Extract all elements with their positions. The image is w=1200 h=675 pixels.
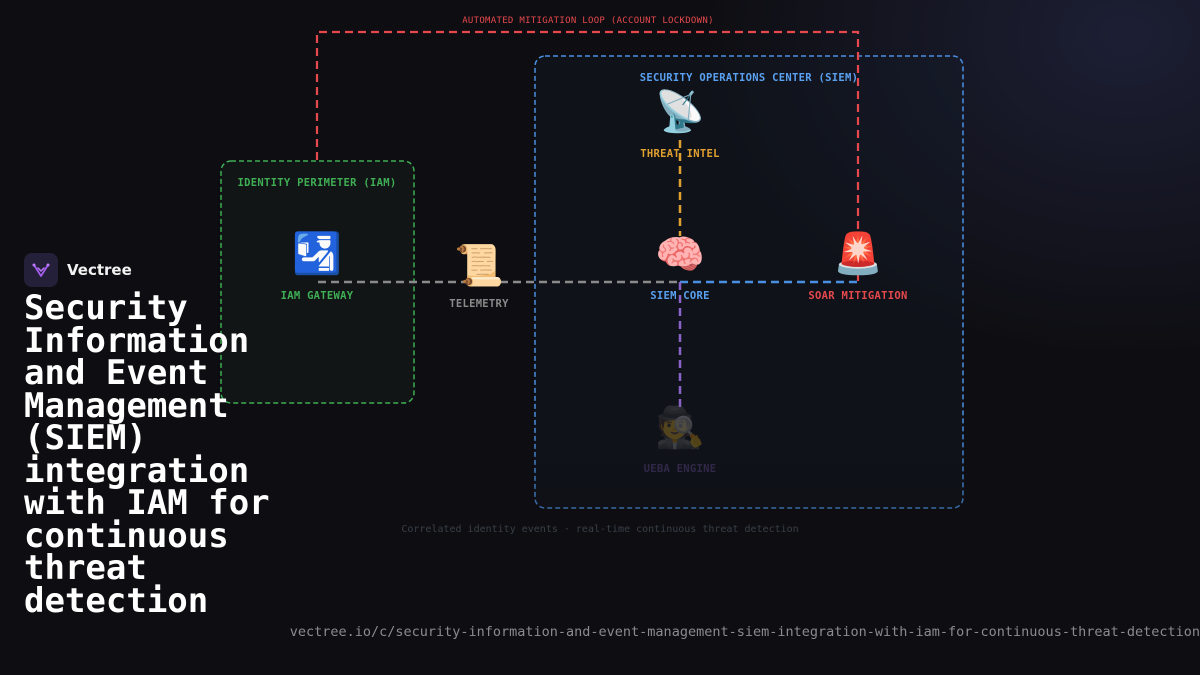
page-title: Security Information and Event Managemen… xyxy=(24,288,270,621)
ueba-engine-label: UEBA ENGINE xyxy=(643,463,717,475)
soc-group-title: SECURITY OPERATIONS CENTER (SIEM) xyxy=(639,72,859,84)
iam-gateway-label: IAM GATEWAY xyxy=(280,290,354,302)
telemetry-label: TELEMETRY xyxy=(449,298,509,310)
scroll-icon: 📜 xyxy=(454,243,504,289)
page-url[interactable]: vectree.io/c/security-information-and-ev… xyxy=(289,624,1200,640)
background-glow xyxy=(700,0,1200,360)
iam-group-title: IDENTITY PERIMETER (IAM) xyxy=(237,177,397,189)
mitigation-loop-label: AUTOMATED MITIGATION LOOP (ACCOUNT LOCKD… xyxy=(462,16,714,26)
detective-icon: 🕵️ xyxy=(655,405,705,451)
soar-mitigation-label: SOAR MITIGATION xyxy=(808,290,908,302)
threat-intel-label: THREAT INTEL xyxy=(640,148,720,160)
vectree-logo-icon xyxy=(24,253,58,287)
satellite-antenna-icon: 📡 xyxy=(655,89,705,135)
siren-icon: 🚨 xyxy=(833,231,883,277)
brand[interactable]: Vectree xyxy=(24,253,132,287)
bottom-fade-overlay xyxy=(0,420,1200,675)
diagram-footer-caption: Correlated identity events · real-time c… xyxy=(401,524,799,535)
siem-core-label: SIEM CORE xyxy=(650,290,710,302)
brain-icon: 🧠 xyxy=(655,232,705,278)
mitigation-loop-edge xyxy=(315,30,860,282)
passport-control-icon: 🛂 xyxy=(292,231,342,277)
brand-name: Vectree xyxy=(67,261,132,279)
